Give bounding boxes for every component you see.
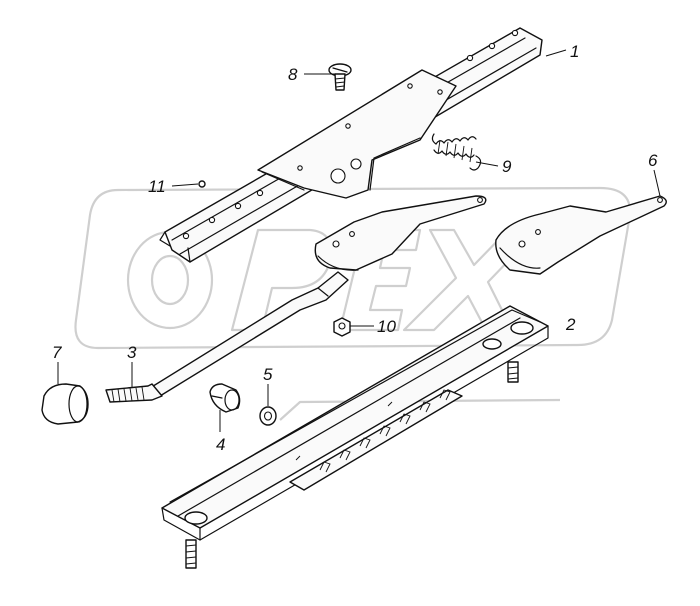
callout-1: 1 [570,42,579,61]
callout-4: 4 [216,435,225,454]
callout-10: 10 [377,317,396,336]
callout-6: 6 [648,151,658,170]
part-10-nut [333,317,351,337]
part-11-ball [198,180,206,188]
callout-labels: 1 2 3 4 5 6 7 8 9 10 11 [52,42,658,454]
callout-5: 5 [263,365,273,384]
leader-lines [57,49,661,432]
part-6-lever-plate [495,195,667,275]
part-1-upper-rail [159,27,543,263]
part-9-spring [431,133,482,171]
callout-7: 7 [52,343,62,362]
part-4-bushing [209,383,241,413]
callout-2: 2 [565,315,576,334]
part-8-screw [328,63,352,91]
callout-11: 11 [148,177,166,196]
callout-9: 9 [502,157,512,176]
part-7-knob [41,383,89,425]
callout-3: 3 [127,343,137,362]
part-3-lever [105,195,487,403]
part-2-lower-rail [161,305,549,569]
callout-8: 8 [288,65,298,84]
part-5-washer [259,406,277,426]
